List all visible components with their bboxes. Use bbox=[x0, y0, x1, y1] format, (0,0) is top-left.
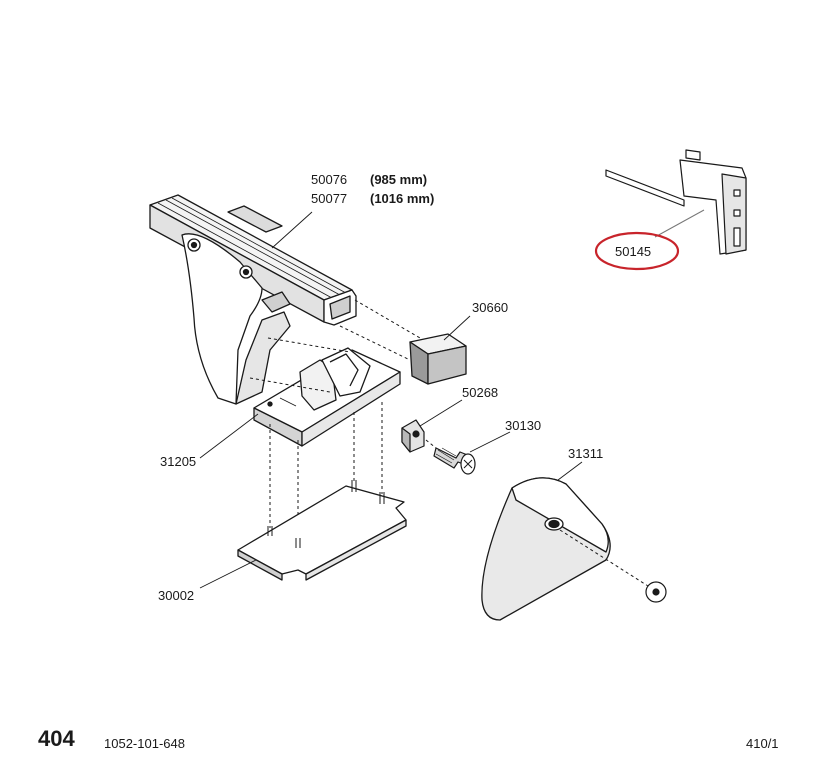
end-cap-part bbox=[409, 333, 467, 385]
leader-foot bbox=[199, 413, 259, 459]
leader-end-cap bbox=[443, 315, 471, 341]
foot-bracket-part bbox=[181, 233, 291, 405]
callout-end-cap: 30660 bbox=[472, 300, 508, 315]
assembly-line-end-cap bbox=[354, 299, 421, 339]
leader-lines bbox=[199, 211, 583, 589]
document-number: 1052-101-648 bbox=[104, 736, 185, 751]
lock-cylinder-part bbox=[645, 581, 667, 603]
key-tool-part bbox=[605, 149, 747, 255]
callout-bar-long-length: (1016 mm) bbox=[370, 191, 434, 206]
callout-screw: 30130 bbox=[505, 418, 541, 433]
leader-key-tool bbox=[654, 209, 705, 238]
callout-nut: 50268 bbox=[462, 385, 498, 400]
sheet-number: 410/1 bbox=[746, 736, 779, 751]
screw-part bbox=[433, 447, 476, 475]
leader-nut bbox=[419, 399, 463, 427]
callout-foot-cover: 31311 bbox=[568, 446, 603, 461]
foot-cover-part bbox=[481, 477, 611, 621]
assembly-line-end-cap-lower bbox=[339, 325, 411, 361]
base-plate-part bbox=[253, 347, 401, 447]
callout-foot: 31205 bbox=[160, 454, 196, 469]
leader-screw bbox=[469, 431, 511, 453]
assembly-line-screw bbox=[425, 439, 437, 449]
callout-bar-short: 50076 bbox=[311, 172, 347, 187]
leader-foot-cover bbox=[557, 461, 583, 481]
nut-part bbox=[401, 419, 425, 453]
callout-bar-long: 50077 bbox=[311, 191, 347, 206]
assembly-line-lock bbox=[559, 529, 649, 587]
page-number: 404 bbox=[38, 726, 75, 751]
callout-pad: 30002 bbox=[158, 588, 194, 603]
callout-bar-short-length: (985 mm) bbox=[370, 172, 427, 187]
assembly-lines-foot-plate bbox=[249, 337, 351, 393]
leader-pad bbox=[199, 559, 257, 589]
pad-part bbox=[237, 480, 407, 581]
assembly-lines-plate-pad bbox=[269, 402, 383, 540]
callout-key-tool: 50145 bbox=[615, 244, 651, 259]
highlight-ring bbox=[594, 231, 680, 271]
leader-bar bbox=[271, 211, 313, 249]
